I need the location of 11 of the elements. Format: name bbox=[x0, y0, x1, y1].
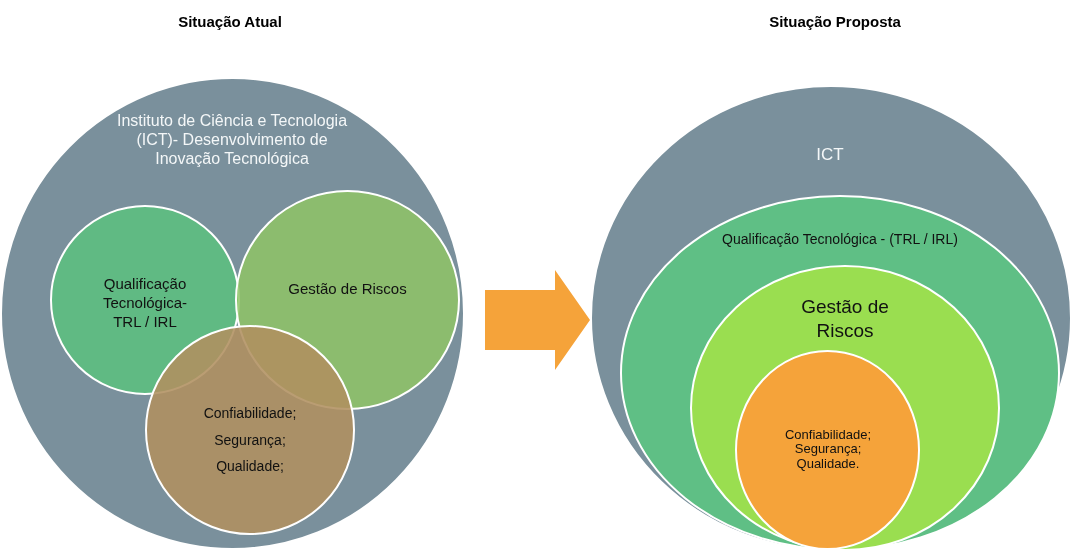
heading: Situação Proposta bbox=[768, 13, 902, 31]
circle-label: Gestão de Riscos bbox=[800, 295, 890, 343]
circle-label: Instituto de Ciência e Tecnologia (ICT)- Desenvolvimento de Inovação Tecnológica bbox=[115, 111, 349, 169]
circle-label: Gestão de Riscos bbox=[287, 280, 408, 299]
circle-label: Confiabilidade; Segurança; Qualidade; bbox=[202, 404, 298, 477]
circle-label: Qualificação Tecnológica- TRL / IRL bbox=[101, 275, 189, 332]
circle-label: ICT bbox=[815, 145, 845, 166]
circle-label: Confiabilidade; Segurança; Qualidade. bbox=[784, 428, 872, 471]
heading: Situação Atual bbox=[177, 13, 283, 31]
circle-label: Qualificação Tecnológica - (TRL / IRL) bbox=[721, 231, 959, 249]
block-arrow bbox=[485, 270, 590, 370]
